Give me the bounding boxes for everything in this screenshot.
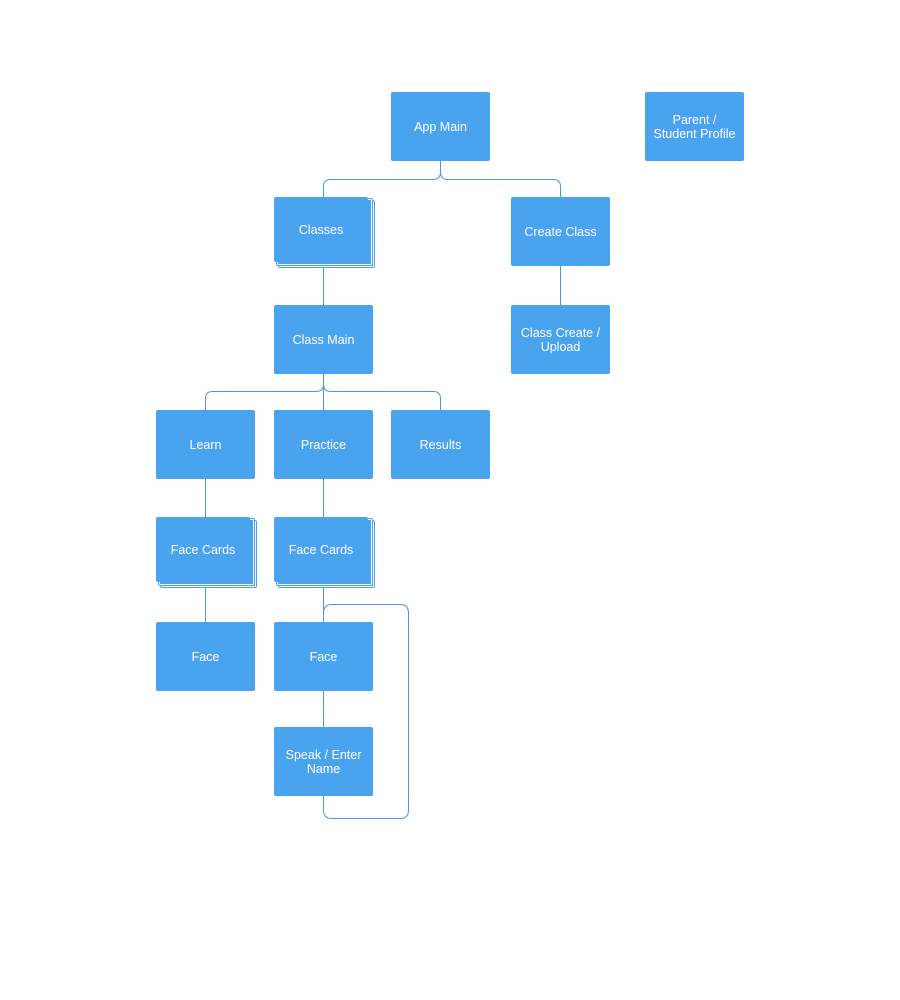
node-label: Create Class	[524, 224, 597, 239]
node-app-main[interactable]: App Main	[391, 92, 490, 161]
node-learn-face[interactable]: Face	[156, 622, 255, 691]
node-practice-face[interactable]: Face	[274, 622, 373, 691]
connector-app-main-branch	[323, 160, 441, 197]
connector-app-main-to-create-class	[440, 171, 561, 197]
connector-class-main-to-learn	[205, 373, 324, 410]
node-label: Class Create / Upload	[520, 325, 601, 354]
node-label: Classes	[298, 222, 344, 237]
node-label: Face Cards	[288, 542, 354, 557]
node-parent-student-profile[interactable]: Parent / Student Profile	[645, 92, 744, 161]
node-create-class[interactable]: Create Class	[511, 197, 610, 266]
node-speak-enter-name[interactable]: Speak / Enter Name	[274, 727, 373, 796]
connector-class-main-to-results	[323, 383, 441, 410]
node-label: Results	[419, 437, 462, 452]
node-label: Speak / Enter Name	[285, 747, 362, 776]
connector-speak-loop-back	[323, 604, 409, 819]
node-label: Face Cards	[170, 542, 236, 557]
node-label: Class Main	[292, 332, 355, 347]
node-label: Face	[191, 649, 220, 664]
node-label: Practice	[300, 437, 347, 452]
node-classes[interactable]: Classes	[274, 197, 368, 262]
node-learn-face-cards[interactable]: Face Cards	[156, 517, 250, 582]
node-class-create-upload[interactable]: Class Create / Upload	[511, 305, 610, 374]
node-label: Parent / Student Profile	[653, 112, 736, 141]
node-label: App Main	[414, 119, 467, 134]
node-label: Learn	[189, 437, 222, 452]
node-class-main[interactable]: Class Main	[274, 305, 373, 374]
node-label: Face	[309, 649, 338, 664]
node-results[interactable]: Results	[391, 410, 490, 479]
node-learn[interactable]: Learn	[156, 410, 255, 479]
node-practice[interactable]: Practice	[274, 410, 373, 479]
node-practice-face-cards[interactable]: Face Cards	[274, 517, 368, 582]
